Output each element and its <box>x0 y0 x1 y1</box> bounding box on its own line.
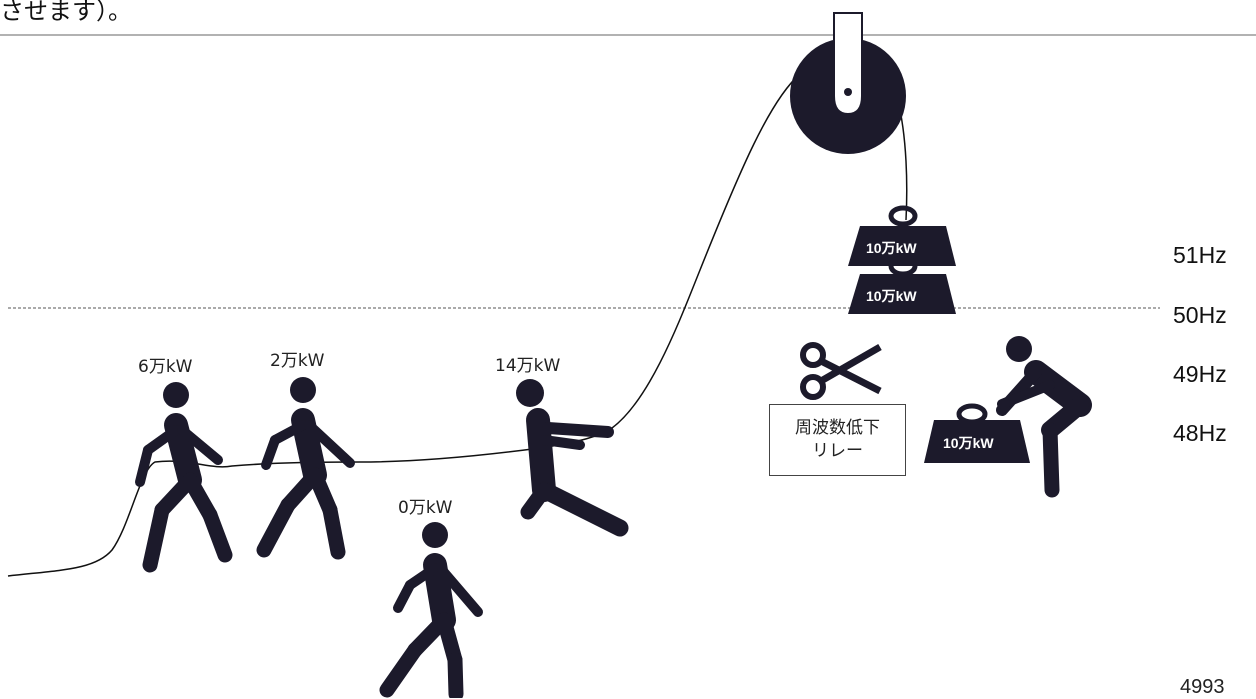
person-icon <box>140 382 225 565</box>
generator-label: 14万kW <box>495 351 560 376</box>
rope-hanging <box>900 110 907 220</box>
person-icon <box>516 379 620 528</box>
frequency-label-49hz: 49Hz <box>1173 361 1227 388</box>
person-icon <box>264 377 350 552</box>
generator-label: 6万kW <box>138 352 192 377</box>
weight-label: 10万kW <box>943 433 994 453</box>
person-icon <box>387 522 478 694</box>
relay-label-line2: リレー <box>812 440 863 463</box>
frequency-label-51hz: 51Hz <box>1173 242 1227 269</box>
frequency-label-48hz: 48Hz <box>1173 420 1227 447</box>
relay-label-line1: 周波数低下 <box>795 417 880 440</box>
person-icon <box>1002 336 1080 490</box>
frequency-label-50hz: 50Hz <box>1173 302 1227 329</box>
weight-label: 10万kW <box>866 286 917 306</box>
page-number: 4993 <box>1180 676 1225 699</box>
top-caption: させます）。 <box>0 0 132 26</box>
scissors-icon <box>803 345 880 397</box>
underfrequency-relay-box: 周波数低下 リレー <box>769 404 906 476</box>
generator-label: 2万kW <box>270 346 324 371</box>
weight-label: 10万kW <box>866 238 917 258</box>
generator-label: 0万kW <box>398 493 452 518</box>
pulley-icon <box>790 13 906 154</box>
